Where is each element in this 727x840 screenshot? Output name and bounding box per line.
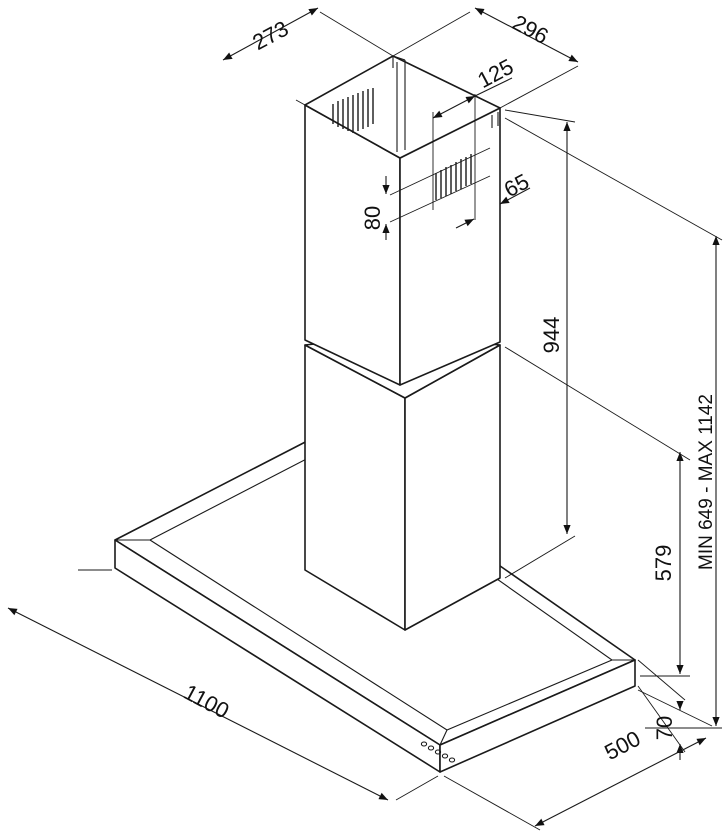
label-579: 579 [651,545,676,582]
dim-80: 80 [360,147,491,240]
label-overall-height: MIN 649 - MAX 1142 [696,394,717,570]
label-125: 125 [473,54,517,93]
label-70: 70 [652,716,677,740]
dim-overall-height: MIN 649 - MAX 1142 [504,117,723,729]
label-1100: 1100 [180,679,234,723]
label-500: 500 [600,726,644,765]
label-65: 65 [500,169,533,203]
dim-579: 579 [504,346,691,677]
vent-slots-front [435,154,472,200]
label-273: 273 [248,16,292,55]
label-80: 80 [360,206,385,230]
dim-70: 70 [637,659,686,760]
label-296: 296 [508,10,552,49]
control-buttons [420,741,456,763]
label-944: 944 [539,317,564,354]
vent-slots-back [332,88,374,133]
dim-944: 944 [504,109,576,579]
